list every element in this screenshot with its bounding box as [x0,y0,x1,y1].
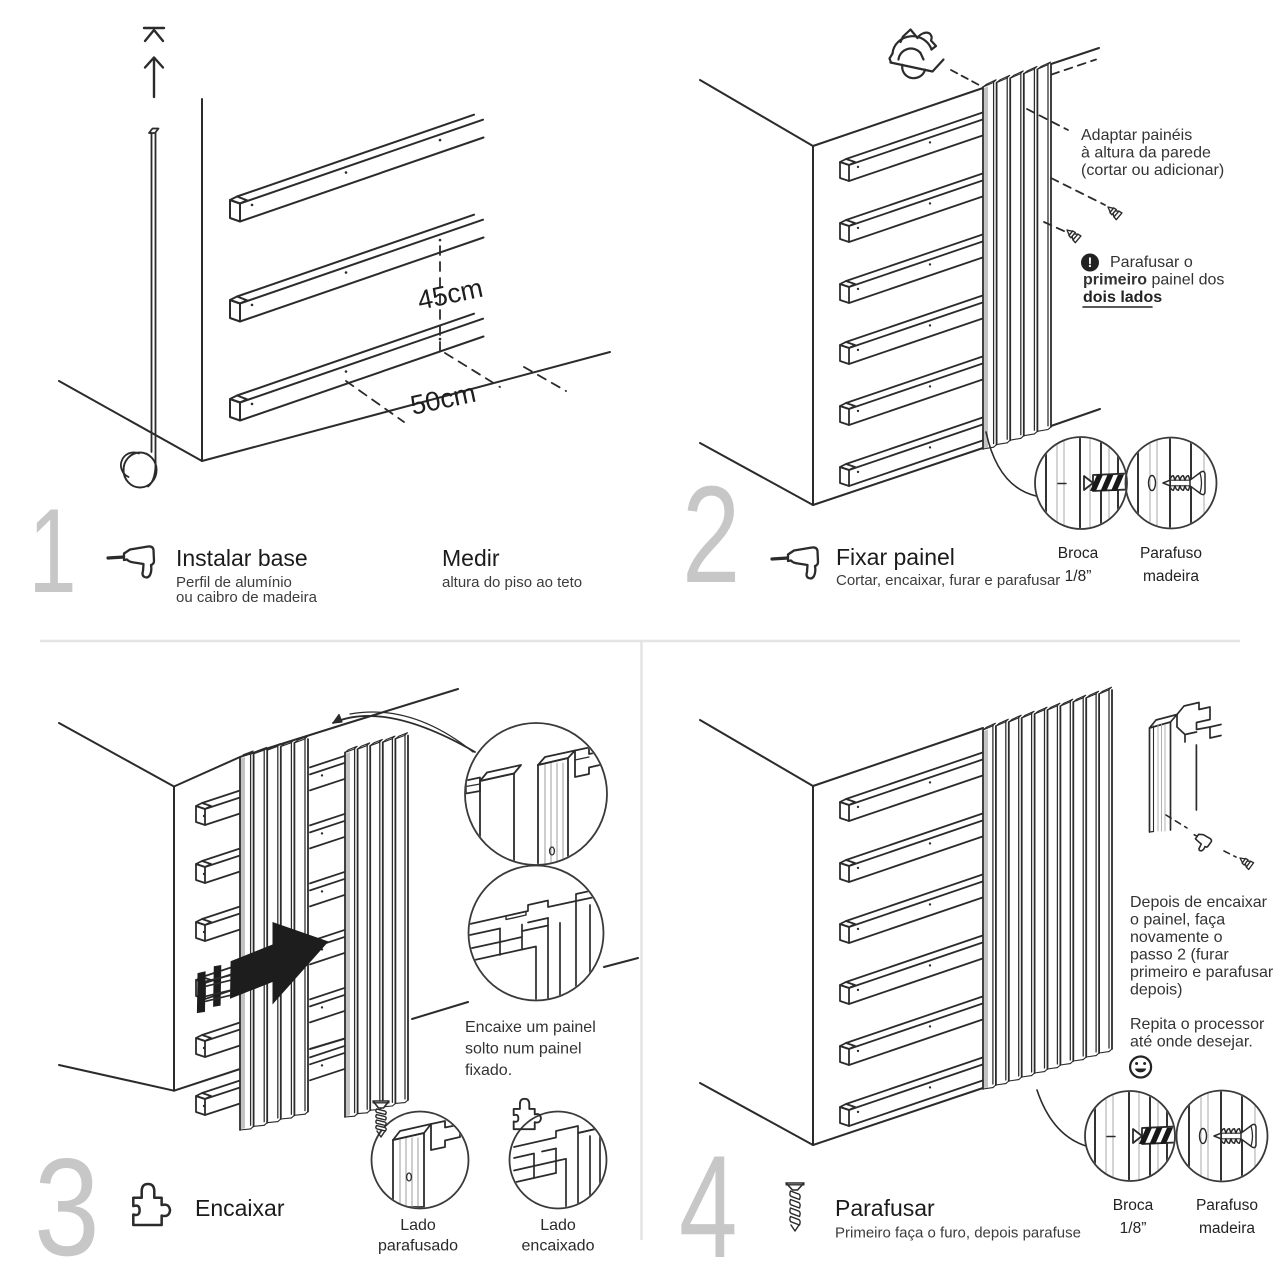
svg-text:primeiro e parafusar: primeiro e parafusar [1130,964,1274,981]
svg-text:Lado: Lado [400,1217,436,1234]
svg-text:ou caibro de madeira: ou caibro de madeira [176,589,318,606]
svg-text:Encaixar: Encaixar [195,1195,285,1221]
svg-text:Cortar, encaixar, furar e para: Cortar, encaixar, furar e parafusar [836,572,1060,589]
svg-text:Instalar base: Instalar base [176,545,308,571]
svg-text:Primeiro faça o furo, depois p: Primeiro faça o furo, depois parafuse [835,1225,1081,1242]
svg-text:Medir: Medir [442,545,500,571]
svg-text:encaixado: encaixado [522,1238,595,1255]
svg-text:primeiro painel dos: primeiro painel dos [1083,271,1224,288]
svg-text:2: 2 [682,457,740,611]
svg-text:4: 4 [679,1125,737,1280]
svg-text:depois): depois) [1130,982,1182,999]
svg-text:Perfil de alumínio: Perfil de alumínio [176,574,292,591]
svg-text:Parafuso: Parafuso [1196,1197,1258,1214]
svg-text:madeira: madeira [1143,568,1199,585]
svg-text:Encaixe um painel: Encaixe um painel [465,1019,596,1036]
svg-text:novamente o: novamente o [1130,929,1223,946]
svg-text:altura do piso ao teto: altura do piso ao teto [442,574,582,591]
svg-text:Adaptar painéis: Adaptar painéis [1081,127,1192,144]
svg-text:dois lados: dois lados [1083,289,1162,306]
svg-text:passo 2 (furar: passo 2 (furar [1130,947,1229,964]
svg-text:à altura da parede: à altura da parede [1081,144,1211,161]
svg-text:Broca: Broca [1058,545,1099,562]
svg-text:Repita o processor: Repita o processor [1130,1016,1265,1033]
svg-text:Broca: Broca [1113,1197,1154,1214]
svg-text:Parafuso: Parafuso [1140,545,1202,562]
svg-text:o painel, faça: o painel, faça [1130,912,1225,929]
svg-text:Parafusar: Parafusar [835,1195,935,1221]
svg-text:Lado: Lado [540,1217,576,1234]
svg-text:3: 3 [34,1130,100,1280]
svg-text:(cortar ou adicionar): (cortar ou adicionar) [1081,162,1224,179]
svg-text:Parafusar o: Parafusar o [1110,254,1193,271]
svg-text:Depois de encaixar: Depois de encaixar [1130,894,1268,911]
svg-text:madeira: madeira [1199,1220,1255,1237]
svg-text:parafusado: parafusado [378,1238,458,1255]
svg-text:1: 1 [29,484,77,618]
svg-text:até onde desejar.: até onde desejar. [1130,1034,1253,1051]
svg-text:!: ! [1088,254,1093,270]
svg-text:fixado.: fixado. [465,1062,512,1079]
svg-text:1/8”: 1/8” [1065,568,1092,585]
svg-text:1/8”: 1/8” [1120,1220,1147,1237]
svg-text:solto num painel: solto num painel [465,1041,582,1058]
svg-text:Fixar painel: Fixar painel [836,544,955,570]
